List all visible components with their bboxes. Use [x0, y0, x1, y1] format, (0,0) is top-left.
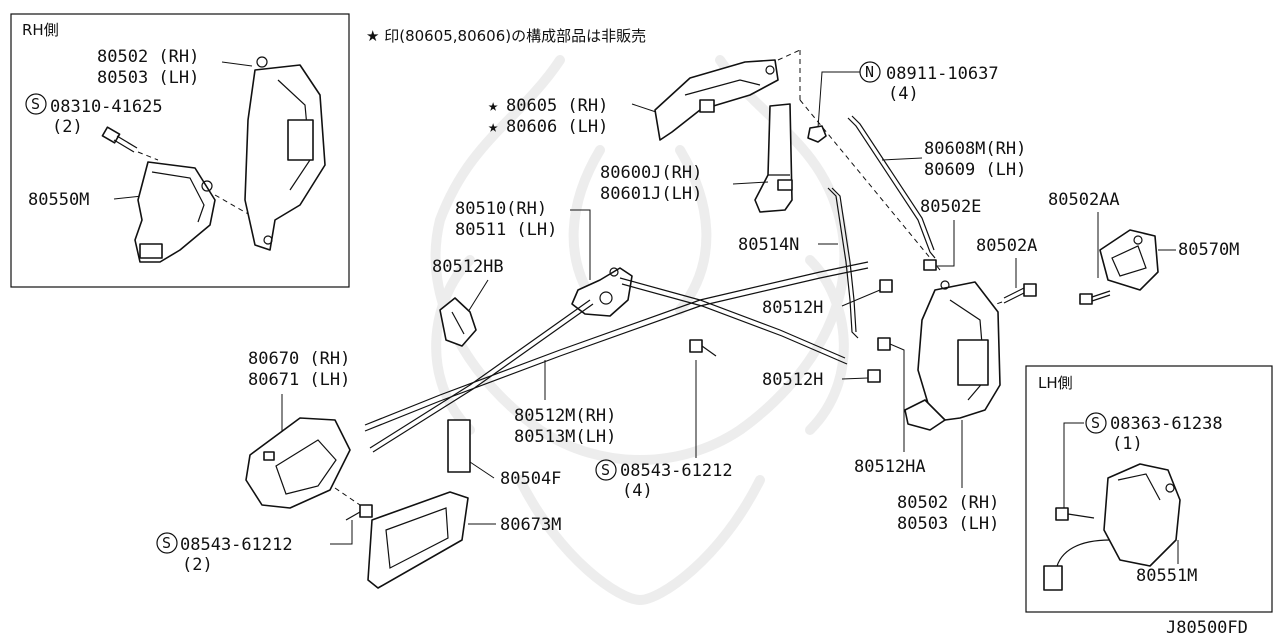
screw-08543-left-icon [345, 504, 373, 521]
s-symbol-letter: S [31, 95, 40, 113]
rh-inset-title: RH側 [22, 21, 59, 39]
rod-80512-cable [619, 277, 846, 359]
rod-80512m-part [364, 261, 869, 426]
screw-80502a-icon [1003, 283, 1037, 304]
rh-inset-frame [10, 13, 350, 288]
label-80502-rh-inset: 80502 (RH) [97, 47, 199, 67]
star-80606: ★ [488, 117, 498, 137]
label-08911-10637: 08911-10637 [886, 64, 999, 84]
label-08911-qty: (4) [888, 84, 919, 104]
label-80550m: 80550M [28, 190, 89, 210]
label-80512hb: 80512HB [432, 257, 504, 277]
label-80670: 80670 (RH) [248, 349, 350, 369]
rod-80514n-part [827, 187, 859, 339]
striker-bolt-icon [1079, 290, 1111, 305]
label-80673m: 80673M [500, 515, 561, 535]
clip-80512ha-icon [877, 337, 891, 351]
label-08543-left: 08543-61212 [180, 535, 293, 555]
label-80512h-upper: 80512H [762, 298, 823, 318]
watermark-emblem [430, 55, 850, 606]
n-symbol-letter: N [865, 63, 874, 81]
label-80608m: 80608M(RH) [924, 139, 1026, 159]
nut-icon [807, 125, 827, 143]
actuator-cover-part [134, 161, 216, 263]
label-80511: 80511 (LH) [455, 220, 557, 240]
rod-80608m-part [847, 117, 936, 259]
label-80502a: 80502A [976, 236, 1037, 256]
bellcrank-80510-part [571, 267, 633, 317]
label-80609: 80609 (LH) [924, 160, 1026, 180]
label-08543-mid-qty: (4) [622, 481, 653, 501]
label-80503-lh-inset: 80503 (LH) [97, 68, 199, 88]
escutcheon-80673m-part [367, 491, 469, 589]
label-80512ha: 80512HA [854, 457, 926, 477]
clip-80512h-lower-icon [867, 369, 881, 383]
door-lock-main-part [904, 280, 1001, 431]
s-symbol-left-letter: S [162, 534, 171, 552]
lh-inset-frame [1025, 365, 1273, 613]
door-lock-rh-part [244, 56, 326, 251]
actuator-80551m-part [1103, 463, 1181, 567]
label-80570m: 80570M [1178, 240, 1239, 260]
s-symbol-left-icon [156, 532, 178, 554]
clip-80512hb-part [439, 297, 477, 347]
outside-handle-part [654, 59, 779, 141]
label-80601j: 80601J(LH) [600, 184, 702, 204]
s-symbol-icon [25, 93, 47, 115]
label-08310-qty: (2) [52, 117, 83, 137]
screw-08363-icon [1055, 507, 1095, 521]
label-80600j: 80600J(RH) [600, 163, 702, 183]
note-text: ★ 印(80605,80606)の構成部品は非販売 [366, 27, 646, 45]
label-80502e: 80502E [920, 197, 981, 217]
label-80514n: 80514N [738, 235, 799, 255]
label-80606: 80606 (LH) [506, 117, 608, 137]
label-80513m: 80513M(LH) [514, 427, 616, 447]
screw-08543-mid-icon [689, 339, 717, 357]
star-80605: ★ [488, 96, 498, 116]
label-08543-left-qty: (2) [182, 555, 213, 575]
label-08310-41625: 08310-41625 [50, 97, 163, 117]
connector-icon [1043, 565, 1063, 591]
label-80502aa: 80502AA [1048, 190, 1120, 210]
label-80605: 80605 (RH) [506, 96, 608, 116]
label-08363-qty: (1) [1112, 434, 1143, 454]
label-80512m: 80512M(RH) [514, 406, 616, 426]
label-08543-mid: 08543-61212 [620, 461, 733, 481]
striker-80570m-part [1099, 229, 1159, 291]
lh-inset-title: LH側 [1038, 374, 1073, 392]
label-08363-61238: 08363-61238 [1110, 414, 1223, 434]
actuator-wire [1055, 539, 1111, 571]
bolt-icon [101, 126, 138, 153]
label-80510: 80510(RH) [455, 199, 547, 219]
s-symbol-mid-letter: S [601, 461, 610, 479]
diagram-code: J80500FD [1166, 618, 1248, 637]
label-80503-lh: 80503 (LH) [897, 514, 999, 534]
label-80504f: 80504F [500, 469, 561, 489]
s-symbol-mid-icon [595, 459, 617, 481]
handle-bracket-80600j-part [754, 103, 793, 213]
s-symbol-lh-letter: S [1091, 414, 1100, 432]
inside-handle-80670-part [245, 417, 351, 509]
label-80671: 80671 (LH) [248, 370, 350, 390]
clip-80512h-upper-icon [879, 279, 893, 293]
label-80512h-lower: 80512H [762, 370, 823, 390]
label-80502-rh: 80502 (RH) [897, 493, 999, 513]
clip-80502e-icon [923, 259, 937, 271]
sheet-80504f-part [447, 419, 471, 473]
label-80551m: 80551M [1136, 566, 1197, 586]
s-symbol-lh-icon [1085, 412, 1107, 434]
